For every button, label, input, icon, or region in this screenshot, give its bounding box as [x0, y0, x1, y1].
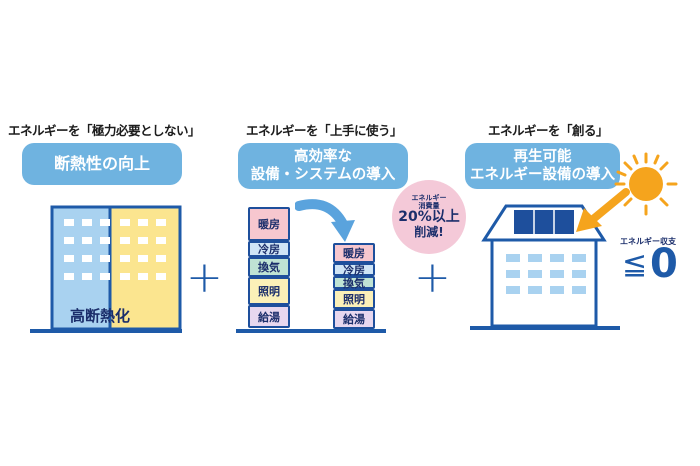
section1-pill-line: 断熱性の向上 — [53, 154, 150, 173]
section2-ground — [236, 329, 386, 333]
energy-balance-value: 0 — [650, 241, 678, 287]
section3-pill-line: エネルギー設備の導入 — [470, 167, 615, 183]
section3-pill: 再生可能 エネルギー設備の導入 — [465, 143, 620, 189]
sun-icon — [614, 152, 678, 216]
section2-pill-line: 設備・システムの導入 — [250, 167, 396, 183]
stack-item-heating: 暖房 — [248, 207, 290, 241]
section1-pill: 断熱性の向上 — [22, 143, 182, 185]
less-equal-symbol: ≦ — [622, 247, 648, 282]
sunlight-arrow-icon — [576, 188, 630, 232]
stack-item-cooling: 冷房 — [333, 263, 375, 277]
stack-item-hotwater: 給湯 — [248, 305, 290, 328]
consumption-stack-before: 暖房 冷房 換気 照明 給湯 — [248, 207, 290, 328]
reduction-badge: エネルギー 消費量 20%以上 削減! — [392, 180, 466, 254]
section2-heading: エネルギーを「上手に使う」 — [246, 123, 403, 138]
solar-panel-icon — [514, 210, 574, 234]
arrow-icon — [295, 199, 355, 242]
section1-heading: エネルギーを「極力必要としない」 — [8, 123, 201, 138]
badge-line: 削減! — [414, 224, 444, 239]
plus-operator-1: + — [186, 252, 223, 303]
section2-pill: 高効率な 設備・システムの導入 — [238, 143, 408, 189]
badge-line: エネルギー — [411, 194, 447, 203]
stack-item-hotwater: 給湯 — [333, 309, 375, 329]
building-label: 高断熱化 — [70, 307, 131, 325]
stack-item-ventilation: 換気 — [333, 276, 375, 290]
section2-pill-line: 高効率な — [294, 148, 352, 165]
consumption-stack-after: 暖房 冷房 換気 照明 給湯 — [333, 243, 375, 329]
insulated-building: 高断熱化 — [30, 205, 182, 335]
badge-line: 消費量 — [418, 201, 440, 210]
plus-operator-2: + — [414, 252, 451, 303]
stack-item-lighting: 照明 — [248, 277, 290, 305]
solar-house — [470, 204, 620, 330]
stack-item-heating: 暖房 — [333, 243, 375, 263]
stack-item-lighting: 照明 — [333, 289, 375, 309]
stack-item-ventilation: 換気 — [248, 257, 290, 277]
badge-value: 20%以上 — [398, 209, 460, 226]
energy-balance-label: エネルギー収支 — [620, 237, 676, 246]
section3-heading: エネルギーを「創る」 — [488, 123, 609, 138]
stack-item-cooling: 冷房 — [248, 241, 290, 257]
section3-pill-line: 再生可能 — [513, 148, 572, 165]
building-icon — [30, 205, 182, 333]
